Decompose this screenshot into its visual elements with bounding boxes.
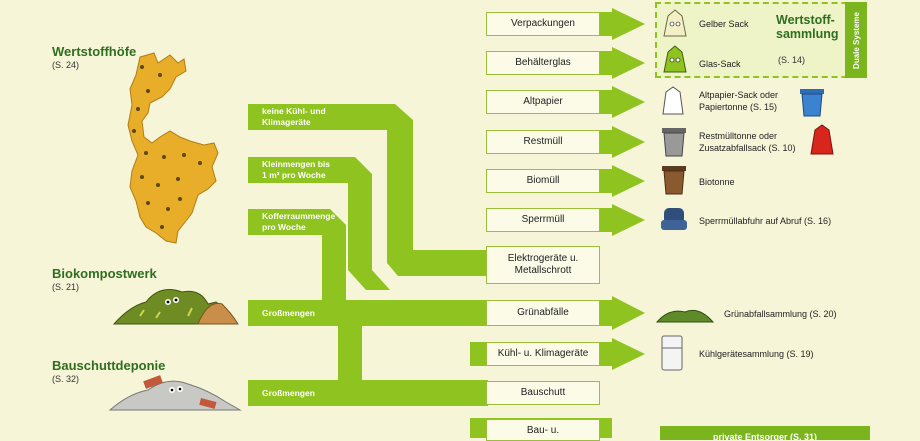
category-bauschutt: Bauschutt xyxy=(486,381,600,405)
armchair-icon xyxy=(661,208,687,230)
result-gelber-sack: Gelber Sack xyxy=(699,19,749,29)
green-waste-icon xyxy=(655,309,715,323)
result-biotonne: Biotonne xyxy=(699,177,735,187)
arrow-grossmengen-2 xyxy=(248,380,488,406)
paper-sack-icon xyxy=(662,86,684,115)
arrow-kleinmengen xyxy=(248,157,390,290)
duale-systeme-bar: Duale Systeme xyxy=(845,2,867,78)
fridge-icon xyxy=(661,335,683,371)
category-verpackungen: Verpackungen xyxy=(486,12,600,36)
arrow-koffer xyxy=(248,209,346,300)
result-sperrmuell: Sperrmüllabfuhr auf Abruf (S. 16) xyxy=(699,216,832,226)
result-kuehl: Kühlgerätesammlung (S. 19) xyxy=(699,349,814,359)
rubble-heap-icon xyxy=(108,375,242,411)
category-restmuell: Restmüll xyxy=(486,130,600,154)
category-biomuell: Biomüll xyxy=(486,169,600,193)
blue-bin-icon xyxy=(800,89,824,117)
category-altpapier: Altpapier xyxy=(486,90,600,114)
compost-heap-icon xyxy=(112,289,239,325)
arrow-label-grossmengen-1: Großmengen xyxy=(262,308,315,318)
result-glas-sack: Glas-Sack xyxy=(699,59,741,69)
result-gruen: Grünabfallsammlung (S. 20) xyxy=(724,309,837,319)
result-private: private Entsorger (S. 31) xyxy=(660,426,870,440)
wertstoffsammlung-page: (S. 14) xyxy=(778,55,806,65)
wertstoffsammlung-title: Wertstoff-sammlung xyxy=(776,13,839,41)
district-map-icon xyxy=(127,52,219,244)
red-sack-icon xyxy=(810,124,834,155)
category-sperrmuell: Sperrmüll xyxy=(486,208,600,232)
grey-bin-icon xyxy=(662,128,686,157)
brown-bin-icon xyxy=(662,166,686,195)
glass-sack-icon xyxy=(663,45,687,73)
facility-title-wertstoffhoefe: Wertstoffhöfe xyxy=(52,44,137,59)
category-behaelterglas: Behälterglas xyxy=(486,51,600,75)
arrow-label-grossmengen-2: Großmengen xyxy=(262,388,315,398)
facility-title-bauschuttdeponie: Bauschuttdeponie xyxy=(52,358,166,373)
category-kuehlgeraete: Kühl- u. Klimageräte xyxy=(486,342,600,366)
yellow-sack-icon xyxy=(663,9,687,37)
facility-page-wertstoffhoefe: (S. 24) xyxy=(52,60,80,70)
facility-title-biokompostwerk: Biokompostwerk xyxy=(52,266,157,281)
category-elektrogeraete: Elektrogeräte u.Metallschrott xyxy=(486,246,600,284)
arrow-keine-kuehl xyxy=(248,104,488,276)
facility-page-bauschuttdeponie: (S. 32) xyxy=(52,374,80,384)
wertstoffsammlung-box xyxy=(655,2,867,78)
facility-page-biokompostwerk: (S. 21) xyxy=(52,282,80,292)
category-gruenabfaelle: Grünabfälle xyxy=(486,300,600,326)
